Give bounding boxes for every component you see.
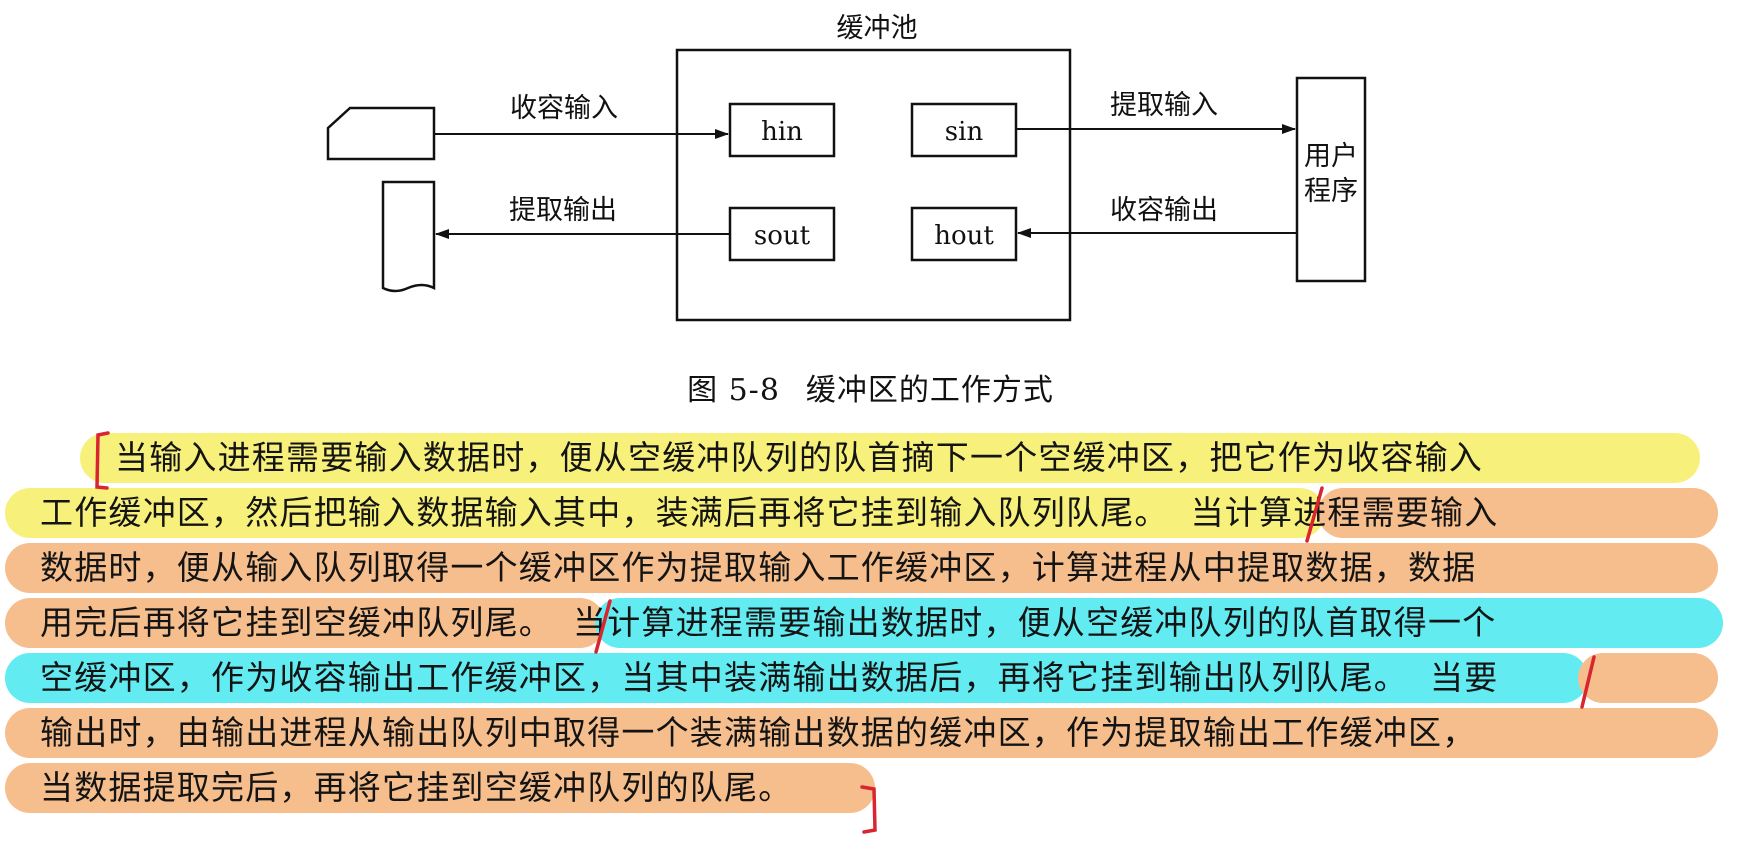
output-device-icon [381, 180, 436, 293]
figure-title: 缓冲区的工作方式 [805, 373, 1054, 408]
paragraph-line: 用完后再将它挂到空缓冲队列尾。当计算进程需要输出数据时，便从空缓冲队列的队首取得… [40, 595, 1496, 651]
hout-label: hout [934, 221, 994, 251]
highlight-orange [5, 708, 1718, 758]
text-run: 当要 [1430, 658, 1499, 697]
paragraph-line: 当输入进程需要输入数据时，便从空缓冲队列的队首摘下一个空缓冲区，把它作为收容输入 [115, 430, 1483, 486]
paragraph-line: 数据时，便从输入队列取得一个缓冲区作为提取输入工作缓冲区，计算进程从中提取数据，… [40, 540, 1476, 596]
slash-mark [594, 599, 612, 654]
highlight-orange [1578, 653, 1718, 703]
highlight-yellow [5, 488, 1325, 538]
highlight-orange [5, 598, 605, 648]
text-run: 当数据提取完后，再将它挂到空缓冲队列的队尾。 [40, 768, 793, 807]
hout-box [910, 206, 1018, 262]
collect-input-label: 收容输入 [510, 93, 618, 124]
figure-number: 图 5-8 [687, 373, 780, 408]
slash-mark [1305, 486, 1324, 543]
user-program-box [1295, 76, 1367, 283]
figure-caption: 图 5-8 缓冲区的工作方式 [0, 365, 1741, 409]
sout-label: sout [754, 221, 811, 251]
text-run: 输出时，由输出进程从输出队列中取得一个装满输出数据的缓冲区，作为提取输出工作缓冲… [40, 713, 1477, 752]
paragraph-line: 空缓冲区，作为收容输出工作缓冲区，当其中装满输出数据后，再将它挂到输出队列队尾。… [40, 650, 1498, 706]
buffer-workflow-diagram: 缓冲池 hin sin sout hout 用户 程序 收容输入 提取输入 提取… [326, 13, 1367, 322]
highlight-orange [1318, 488, 1718, 538]
highlight-orange [5, 763, 875, 813]
close-bracket-mark [860, 785, 877, 834]
text-run: 空缓冲区，作为收容输出工作缓冲区，当其中装满输出数据后，再将它挂到输出队列队尾。 [40, 658, 1408, 697]
highlight-orange [5, 543, 1718, 593]
text-run: 当计算进程需要输入 [1190, 493, 1499, 532]
pool-title: 缓冲池 [837, 13, 918, 44]
buffer-pool-box [675, 48, 1072, 322]
sin-label: sin [945, 117, 984, 147]
text-run: 当输入进程需要输入数据时，便从空缓冲队列的队首摘下一个空缓冲区，把它作为收容输入 [115, 438, 1483, 477]
collect-output-label: 收容输出 [1110, 195, 1218, 226]
highlight-cyan [595, 598, 1723, 648]
text-run: 数据时，便从输入队列取得一个缓冲区作为提取输入工作缓冲区，计算进程从中提取数据，… [40, 548, 1477, 587]
hin-label: hin [761, 117, 803, 147]
text-run: 工作缓冲区，然后把输入数据输入其中，装满后再将它挂到输入队列队尾。 [40, 493, 1169, 532]
extract-output-label: 提取输出 [509, 195, 617, 226]
paragraph-line: 工作缓冲区，然后把输入数据输入其中，装满后再将它挂到输入队列队尾。当计算进程需要… [40, 485, 1498, 541]
slash-mark [1580, 655, 1596, 709]
paragraph-line: 输出时，由输出进程从输出队列中取得一个装满输出数据的缓冲区，作为提取输出工作缓冲… [40, 705, 1476, 761]
hin-box [728, 102, 836, 158]
user-program-line1: 用户 [1304, 141, 1358, 172]
user-program-line2: 程序 [1304, 176, 1358, 207]
paragraph-line: 当数据提取完后，再将它挂到空缓冲队列的队尾。 [40, 760, 792, 816]
text-run: 当计算进程需要输出数据时，便从空缓冲队列的队首取得一个 [573, 603, 1497, 642]
input-device-icon [326, 106, 436, 161]
text-run: 用完后再将它挂到空缓冲队列尾。 [40, 603, 553, 642]
open-bracket-mark [95, 431, 110, 490]
extract-input-label: 提取输入 [1110, 90, 1218, 121]
highlight-yellow [80, 433, 1700, 483]
highlight-cyan [5, 653, 1588, 703]
